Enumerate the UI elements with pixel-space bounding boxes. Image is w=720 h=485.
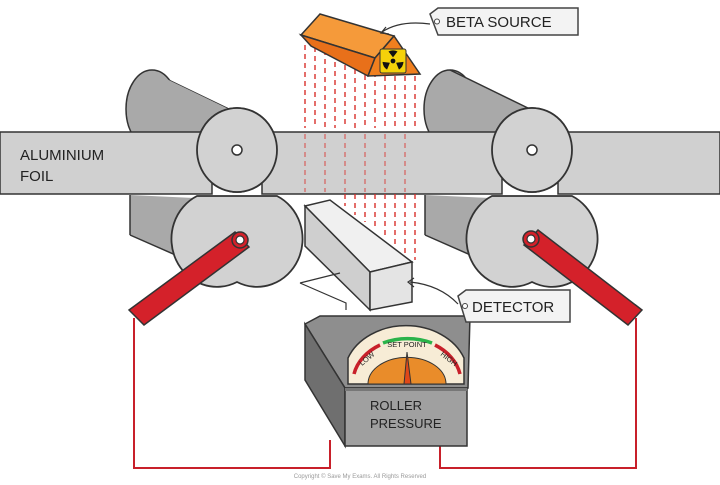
beta-rays — [304, 45, 416, 260]
gauge-set-point-label: SET POINT — [387, 340, 427, 349]
detector — [299, 199, 414, 312]
gauge-needle — [403, 351, 412, 385]
control-wires — [133, 318, 637, 469]
aluminium-foil: ALUMINIUM FOIL — [0, 107, 720, 195]
beta-source-callout: BETA SOURCE — [379, 7, 579, 36]
detector-callout: DETECTOR — [406, 277, 571, 323]
beta-source-label: BETA SOURCE — [446, 14, 552, 31]
beta-rays-through-foil — [304, 134, 406, 192]
beta-source — [298, 13, 422, 78]
detector-label: DETECTOR — [472, 299, 554, 316]
copyright-notice: Copyright © Save My Exams. All Rights Re… — [294, 473, 426, 480]
foil-label-line2: FOIL — [20, 168, 53, 185]
foil-label-line1: ALUMINIUM — [20, 147, 104, 164]
bottom-left-roller — [129, 195, 304, 288]
radiation-trefoil-icon — [379, 48, 407, 74]
left-lever-arm — [127, 231, 251, 326]
right-lever-arm — [522, 228, 644, 327]
gauge-title-line2: PRESSURE — [370, 416, 442, 431]
roller-pressure-gauge: LOW SET POINT HIGH ROLLER PRESSURE — [303, 315, 471, 449]
gauge-title-line1: ROLLER — [370, 398, 422, 413]
